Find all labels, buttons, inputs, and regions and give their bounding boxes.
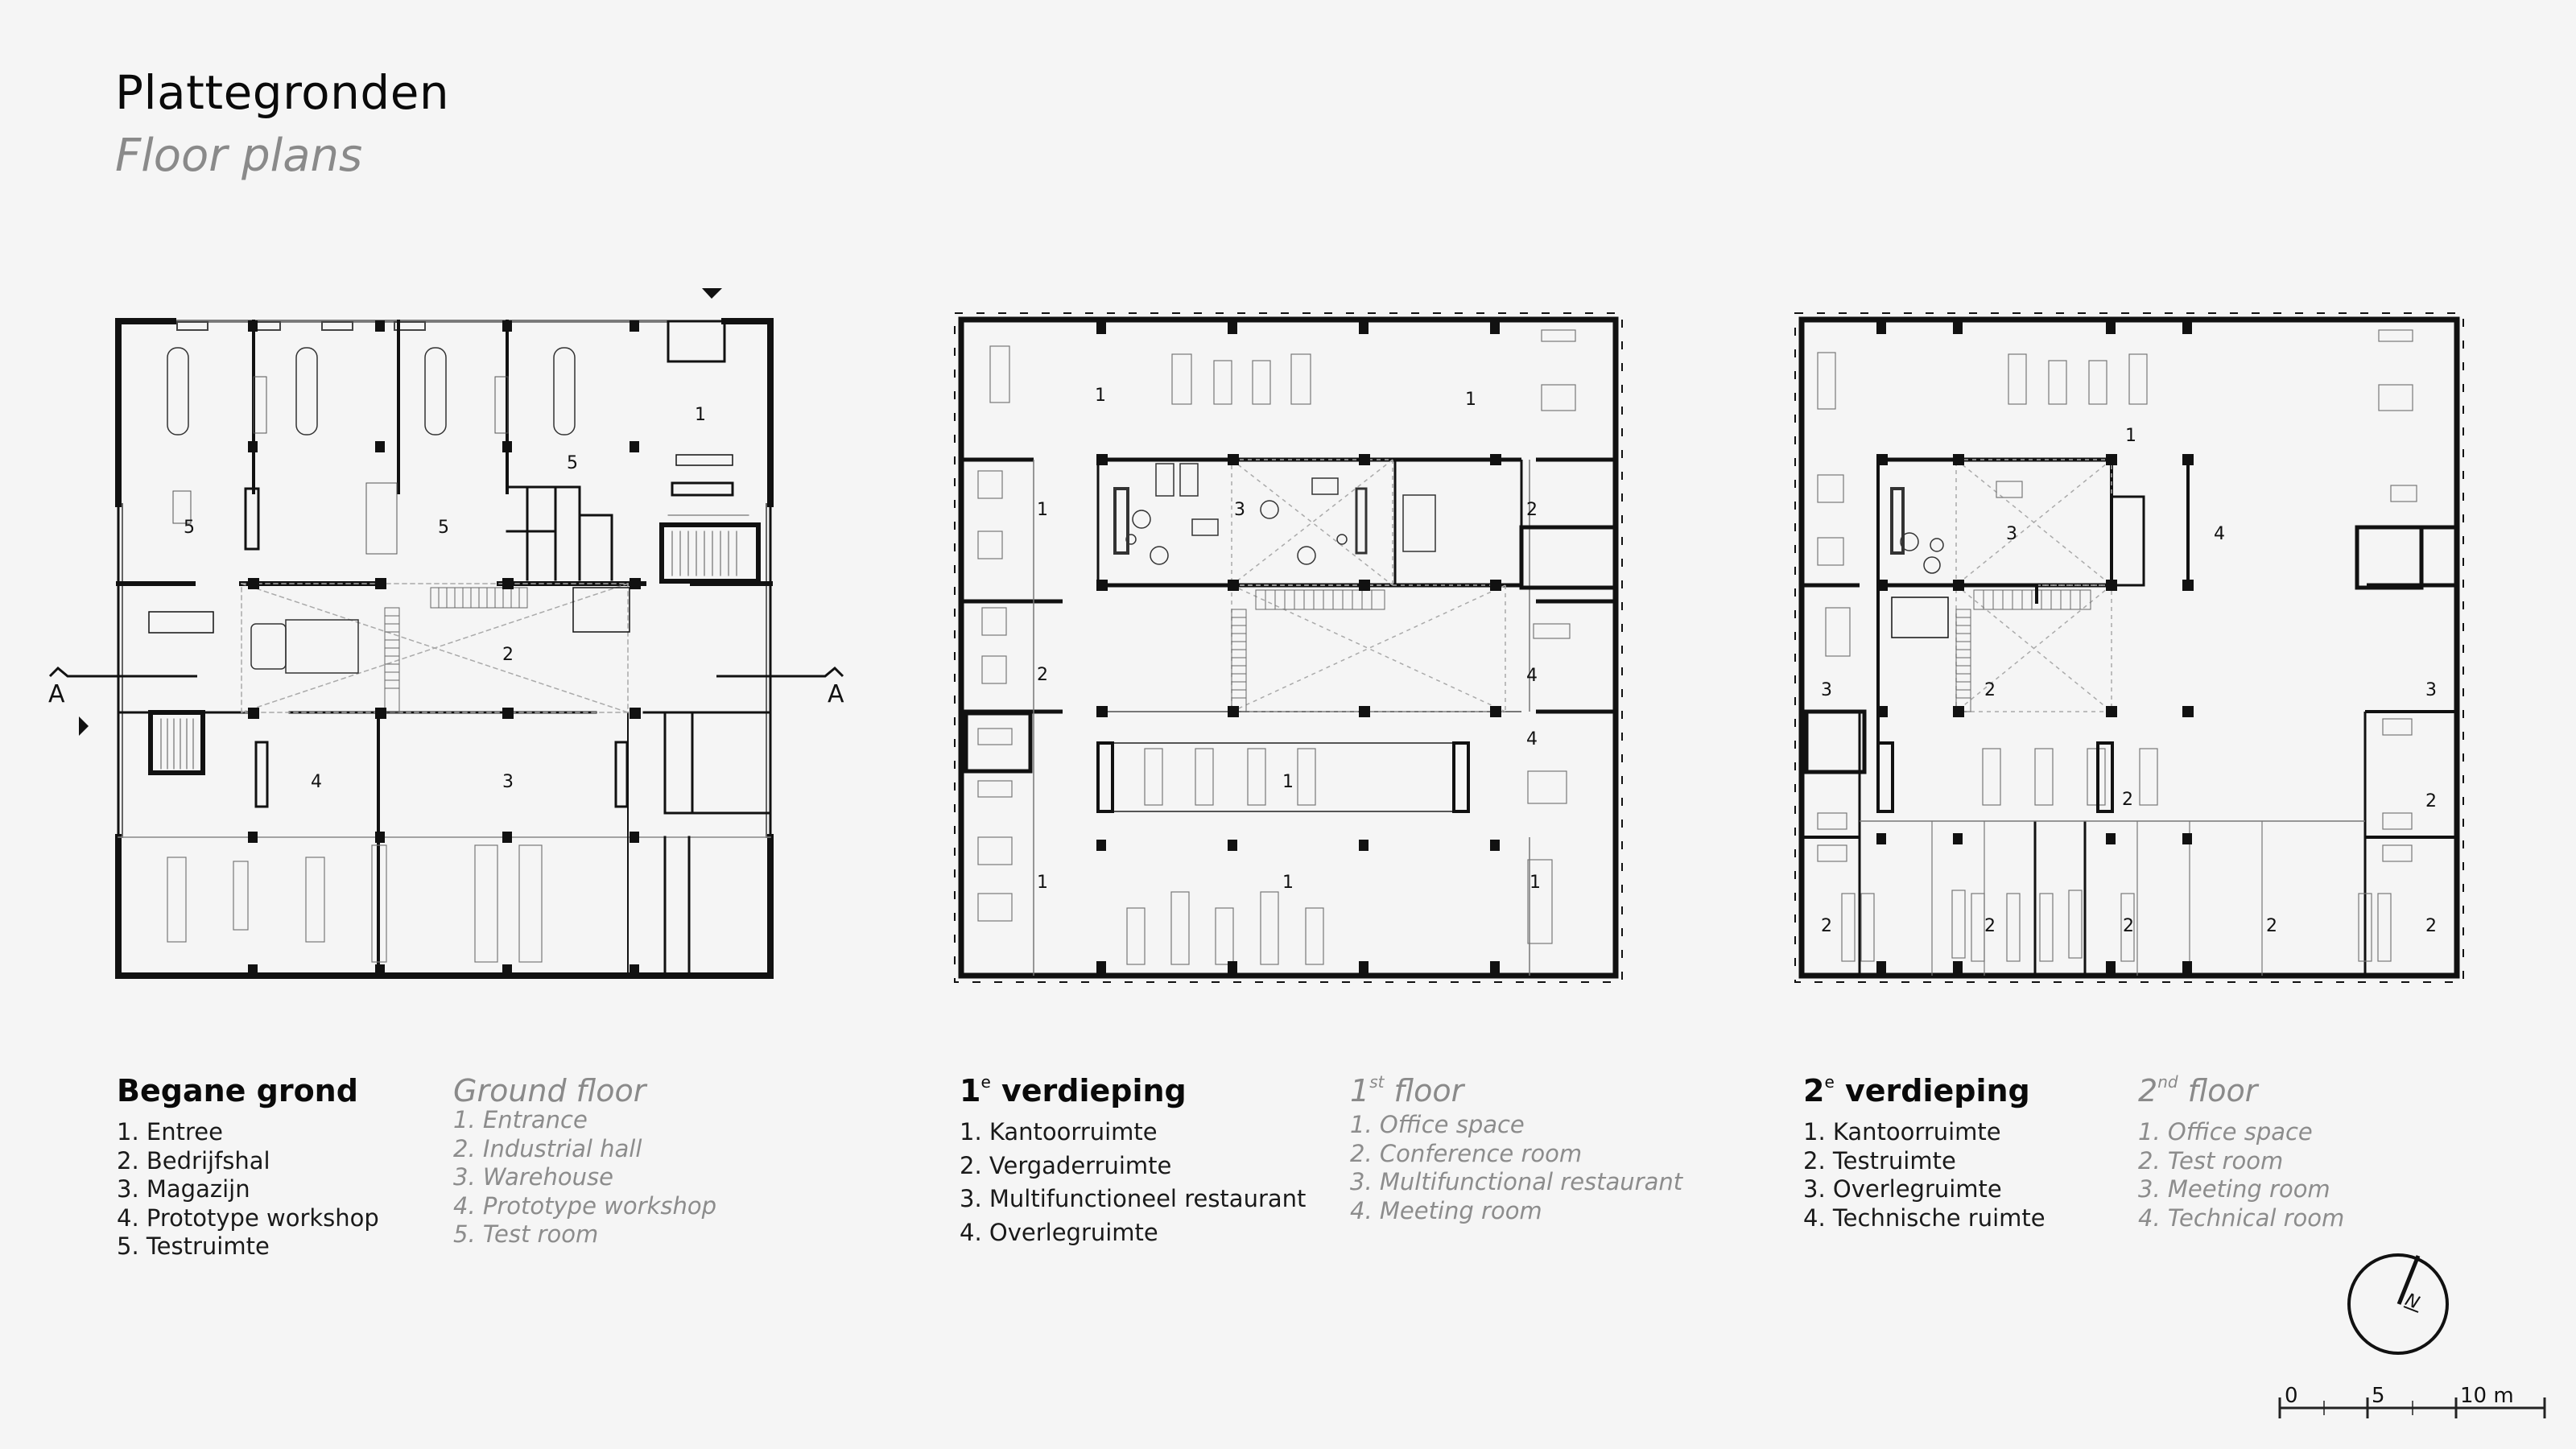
heading-superscript: e xyxy=(1824,1072,1835,1092)
scale-label-0: 0 xyxy=(2285,1384,2298,1408)
room-label: 2 xyxy=(1526,500,1538,520)
scale-bar-icon xyxy=(2278,1397,2546,1418)
room-label: 2 xyxy=(1984,916,1996,936)
legend-item: 4. Technische ruimte xyxy=(1803,1203,2046,1232)
section-label-left: A xyxy=(48,680,65,708)
ground-floor-drawing: A A 1 2 3 4 5 5 5 xyxy=(48,288,844,979)
room-label: 2 xyxy=(1821,916,1832,936)
legend-item: 2. Conference room xyxy=(1350,1139,1583,1167)
heading-text: floor xyxy=(2178,1073,2258,1108)
legend-item: 4. Technical room xyxy=(2138,1203,2345,1232)
heading-superscript: nd xyxy=(2157,1072,2178,1092)
room-label: 1 xyxy=(2125,426,2136,446)
room-label: 1 xyxy=(1037,500,1048,520)
legend-heading-second-en: 2nd floor xyxy=(2138,1072,2258,1108)
legend-list-ground-nl: 1. Entree 2. Bedrijfshal 3. Magazijn 4. … xyxy=(117,1118,379,1261)
room-label: 1 xyxy=(1037,873,1048,893)
north-arrow-icon: N xyxy=(2347,1253,2449,1355)
legend-item: 3. Meeting room xyxy=(2138,1175,2330,1203)
legend-heading-ground-en: Ground floor xyxy=(453,1073,646,1108)
legend-list-first-nl: 1. Kantoorruimte 2. Vergaderruimte 3. Mu… xyxy=(960,1116,1306,1249)
room-label: 1 xyxy=(1282,772,1294,792)
legend-heading-first-nl: 1e verdieping xyxy=(960,1072,1187,1108)
room-label: 5 xyxy=(184,518,195,538)
legend-item: 2. Industrial hall xyxy=(453,1134,642,1162)
legend-item: 3. Multifunctioneel restaurant xyxy=(960,1185,1307,1212)
legend-item: 2. Testruimte xyxy=(1803,1146,1956,1174)
room-label: 2 xyxy=(1037,665,1048,685)
legend-item: 1. Office space xyxy=(2138,1118,2313,1146)
legend-item: 3. Magazijn xyxy=(117,1175,250,1203)
room-label: 2 xyxy=(2425,916,2437,936)
room-label: 4 xyxy=(1526,666,1538,686)
legend-item: 1. Entrance xyxy=(453,1106,588,1133)
heading-number: 1 xyxy=(960,1073,981,1108)
legend-list-second-nl: 1. Kantoorruimte 2. Testruimte 3. Overle… xyxy=(1803,1118,2046,1232)
scale-label-10m: 10 m xyxy=(2460,1384,2514,1408)
legend-item: 3. Overlegruimte xyxy=(1803,1175,2002,1203)
heading-number: 2 xyxy=(2138,1073,2158,1108)
page-title: Plattegronden xyxy=(115,65,450,120)
ground-floor-plan: A A 1 2 3 4 5 5 5 xyxy=(0,0,886,1014)
legend-list-first-en: 1. Office space 2. Conference room 3. Mu… xyxy=(1350,1111,1682,1225)
room-label: 3 xyxy=(1234,500,1245,520)
legend-item: 3. Multifunctional restaurant xyxy=(1350,1168,1683,1195)
room-label: 1 xyxy=(695,405,706,425)
heading-superscript: e xyxy=(980,1072,991,1092)
room-label: 2 xyxy=(2123,916,2134,936)
room-label: 3 xyxy=(2425,680,2437,700)
legend-item: 4. Prototype workshop xyxy=(117,1203,379,1232)
room-label: 2 xyxy=(502,645,514,665)
legend-heading-ground-nl: Begane grond xyxy=(117,1073,358,1108)
legend-heading-second-nl: 2e verdieping xyxy=(1803,1072,2030,1108)
legend-list-ground-en: 1. Entrance 2. Industrial hall 3. Wareho… xyxy=(453,1106,716,1249)
section-line-icon xyxy=(48,666,844,678)
heading-text: verdieping xyxy=(1834,1073,2030,1108)
page-subtitle: Floor plans xyxy=(115,130,363,182)
legend-list-second-en: 1. Office space 2. Test room 3. Meeting … xyxy=(2138,1118,2344,1232)
legend-item: 4. Meeting room xyxy=(1350,1196,1542,1224)
room-label: 1 xyxy=(1095,386,1106,406)
room-label: 2 xyxy=(2266,916,2277,936)
legend-item: 1. Entree xyxy=(117,1118,223,1146)
room-label: 4 xyxy=(2214,524,2225,544)
scale-label-5: 5 xyxy=(2372,1384,2385,1408)
legend-item: 1. Office space xyxy=(1350,1111,1525,1138)
room-label: 1 xyxy=(1530,873,1541,893)
legend-item: 5. Test room xyxy=(453,1220,599,1248)
heading-text: floor xyxy=(1384,1073,1464,1108)
room-label: 3 xyxy=(2006,524,2017,544)
room-label: 1 xyxy=(1282,873,1294,893)
legend-item: 2. Bedrijfshal xyxy=(117,1146,270,1174)
legend-item: 4. Overlegruimte xyxy=(960,1218,1158,1246)
legend-item: 2. Test room xyxy=(2138,1146,2284,1174)
room-label: 4 xyxy=(1526,729,1538,749)
room-label: 2 xyxy=(2425,791,2437,811)
room-label: 2 xyxy=(2122,790,2133,810)
north-arrow-and-scale: N 0 5 10 m xyxy=(2278,1253,2546,1418)
room-label: 3 xyxy=(1821,680,1832,700)
legend-item: 5. Testruimte xyxy=(117,1232,270,1260)
legend-item: 2. Vergaderruimte xyxy=(960,1151,1172,1179)
legend-item: 3. Warehouse xyxy=(453,1163,613,1191)
legend-item: 1. Kantoorruimte xyxy=(1803,1118,2001,1146)
entrance-marker-icon xyxy=(702,288,722,299)
legend-heading-first-en: 1st floor xyxy=(1350,1072,1464,1108)
legend-item: 4. Prototype workshop xyxy=(453,1191,716,1220)
legend-item: 1. Kantoorruimte xyxy=(960,1118,1158,1146)
heading-number: 1 xyxy=(1350,1073,1370,1108)
room-label: 4 xyxy=(311,772,322,792)
section-label-right: A xyxy=(828,680,844,708)
heading-superscript: st xyxy=(1369,1072,1385,1092)
room-label: 3 xyxy=(502,772,514,792)
room-label: 5 xyxy=(438,518,449,538)
room-label: 1 xyxy=(1465,390,1476,410)
room-label: 5 xyxy=(567,453,578,473)
room-label: 2 xyxy=(1984,680,1996,700)
entrance-marker-icon xyxy=(79,716,89,736)
heading-number: 2 xyxy=(1803,1073,1825,1108)
heading-text: verdieping xyxy=(990,1073,1187,1108)
